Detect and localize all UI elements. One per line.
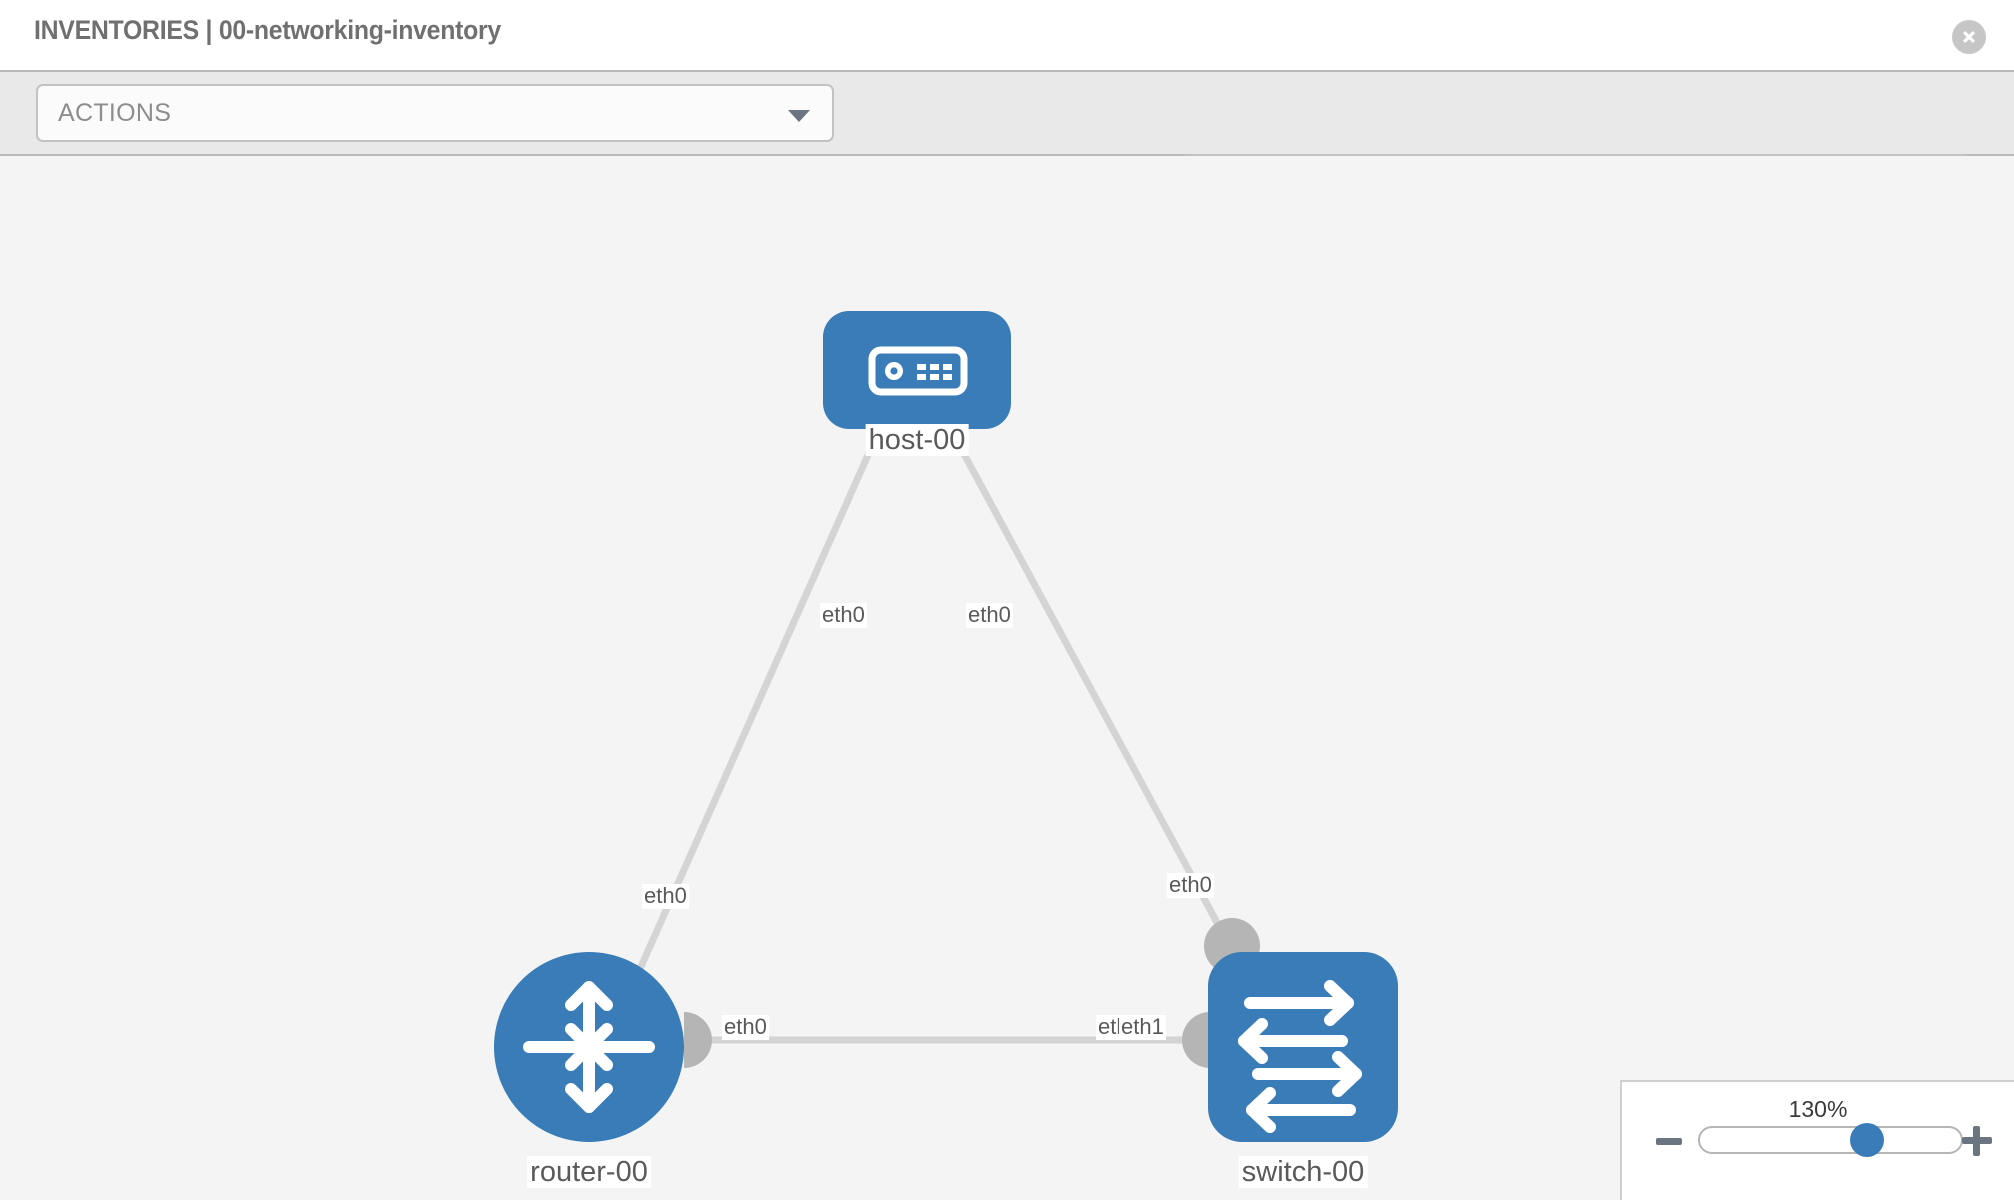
zoom-percent-label: 130%: [1788, 1096, 1848, 1122]
edge-host00-router00: [636, 424, 884, 973]
zoom-in-button[interactable]: [1962, 1126, 1992, 1156]
connector-switch00-eth1: [1182, 1012, 1210, 1068]
edge-label-host00-eth0-right: eth0: [966, 602, 1013, 628]
zoom-control-panel: 130%: [1620, 1080, 2014, 1200]
page-title: INVENTORIES | 00-networking-inventory: [34, 15, 501, 45]
topology-canvas[interactable]: host-00 router-00 switch-00 eth0 eth0 et…: [0, 156, 2014, 1200]
node-host-00[interactable]: [823, 311, 1011, 429]
node-switch-00[interactable]: [1208, 952, 1398, 1142]
interface-connector-group: [684, 400, 1260, 1068]
edge-label-switch00-eth0-uplink: eth0: [1167, 872, 1214, 898]
edge-group: [636, 424, 1239, 1044]
zoom-out-button[interactable]: [1656, 1138, 1682, 1145]
server-device-icon: [868, 346, 968, 396]
switch-arrows-icon: [1238, 980, 1362, 1133]
edge-label-router00-eth0-uplink: eth0: [642, 883, 689, 909]
actions-dropdown-label: ACTIONS: [58, 99, 172, 127]
edge-host00-switch00: [946, 424, 1239, 960]
router-four-arrows-icon: [523, 981, 655, 1113]
edge-label-switch00-eth1: eth1: [1119, 1014, 1166, 1040]
edge-label-router00-eth0: eth0: [722, 1014, 769, 1040]
node-label-host-00: host-00: [865, 424, 969, 457]
zoom-slider-handle[interactable]: [1850, 1123, 1885, 1157]
zoom-slider[interactable]: [1698, 1123, 1963, 1157]
node-label-router-00: router-00: [527, 1156, 651, 1189]
node-router-00[interactable]: [494, 952, 684, 1142]
page-header: INVENTORIES | 00-networking-inventory: [0, 0, 2014, 70]
topology-graph: [494, 311, 1398, 1142]
chevron-down-icon: [788, 110, 810, 122]
node-label-switch-00: switch-00: [1238, 1156, 1368, 1189]
actions-dropdown[interactable]: ACTIONS: [36, 84, 834, 142]
toolbar: ACTIONS SEARCH: [0, 70, 2014, 212]
close-icon[interactable]: [1952, 20, 1986, 54]
connector-router00-eth0: [684, 1012, 712, 1068]
edge-label-host00-eth0-left: eth0: [820, 602, 867, 628]
